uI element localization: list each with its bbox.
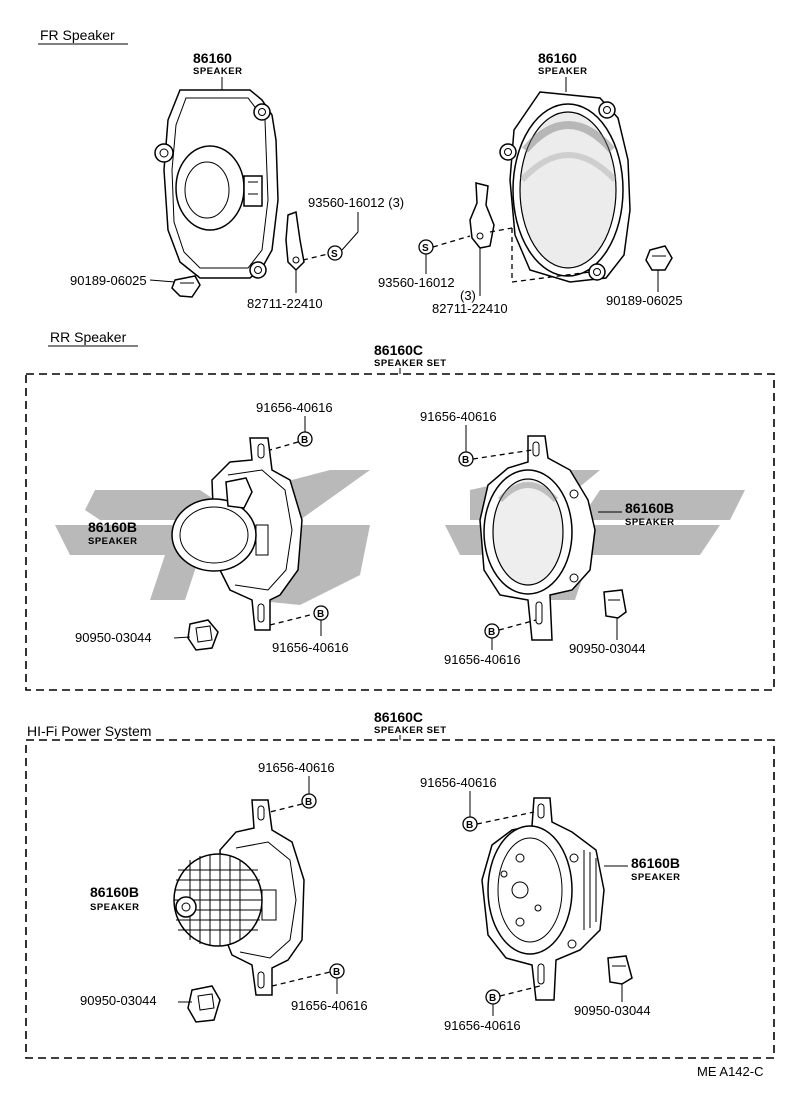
rr-left-speaker [171,437,303,631]
hifi-bolt-bl-label: 91656-40616 [291,998,368,1013]
svg-text:B: B [489,993,496,1004]
svg-text:B: B [305,797,312,808]
hifi-right-connector-label: 90950-03044 [574,1003,651,1018]
hifi-left-connector-label: 90950-03044 [80,993,157,1008]
watermark [55,470,745,605]
diagram-code: ME A142-C [697,1064,763,1079]
fr-left-bracket-label: 82711-22410 [247,296,323,311]
svg-text:B: B [333,967,340,978]
rr-left-speaker-name: SPEAKER [88,536,137,547]
hifi-left-speaker [173,799,305,996]
hifi-bolt-bl-symbol: B [329,963,345,979]
rr-bolt-bl-symbol: B [313,605,329,621]
rr-left-connector [187,619,219,651]
fr-left-speaker-name: SPEAKER [193,66,242,77]
svg-text:S: S [331,249,338,260]
rr-bolt-tr-symbol: B [458,451,474,467]
rr-right-connector [603,589,627,619]
fr-right-bracket-label: 82711-22410 [432,301,508,316]
rr-set-number: 86160C [374,342,423,358]
rr-right-connector-label: 90950-03044 [569,641,646,656]
rr-right-speaker-number: 86160B [625,500,674,516]
svg-text:B: B [317,609,324,620]
rr-right-speaker [479,435,596,641]
rr-bolt-br-label: 91656-40616 [444,652,521,667]
fr-left-speaker-number: 86160 [193,50,232,66]
hifi-bolt-br-symbol: B [485,989,501,1005]
fr-right-speaker-name: SPEAKER [538,66,587,77]
hifi-right-speaker-number: 86160B [631,855,680,871]
fr-section-title: FR Speaker [40,27,115,43]
hifi-section: HI-Fi Power System 86160C SPEAKER SET 91… [25,709,775,1059]
rr-bolt-br-symbol: B [484,623,500,639]
fr-left-clip [171,275,201,298]
svg-text:B: B [466,820,473,831]
rr-section: RR Speaker 86160C SPEAKER SET 91656-4061… [25,329,775,691]
fr-left-screw-label: 93560-16012 (3) [308,195,404,210]
rr-bolt-tl-label: 91656-40616 [256,400,333,415]
fr-right-bracket [469,182,495,249]
rr-bolt-tr-label: 91656-40616 [420,409,497,424]
fr-left-screw-symbol: S [327,245,343,261]
svg-text:B: B [462,455,469,466]
svg-text:B: B [488,627,495,638]
hifi-bolt-tl-symbol: B [301,793,317,809]
hifi-set-number: 86160C [374,709,423,725]
rr-right-speaker-name: SPEAKER [625,517,674,528]
rr-bolt-tl-symbol: B [297,431,313,447]
fr-right-clip [645,245,673,271]
rr-section-title: RR Speaker [50,329,127,345]
hifi-right-heatsink-fins [583,850,597,930]
hifi-left-connector [187,985,221,1023]
rr-left-speaker-number: 86160B [88,519,137,535]
hifi-left-speaker-number: 86160B [90,884,139,900]
rr-set-name: SPEAKER SET [374,358,447,369]
hifi-set-name: SPEAKER SET [374,725,447,736]
svg-text:B: B [301,435,308,446]
hifi-bolt-tl-label: 91656-40616 [258,760,335,775]
fr-right-speaker [499,91,631,283]
hifi-right-speaker-name: SPEAKER [631,872,680,883]
hifi-right-connector [607,955,633,985]
hifi-right-speaker [481,797,605,1001]
hifi-left-speaker-name: SPEAKER [90,902,139,913]
fr-left-bracket [285,210,305,272]
fr-right-screw-label: 93560-16012 [378,275,455,290]
hifi-section-title: HI-Fi Power System [27,723,151,739]
hifi-bolt-br-label: 91656-40616 [444,1018,521,1033]
fr-right-screw-qty: (3) [460,288,476,303]
rr-left-connector-label: 90950-03044 [75,630,152,645]
fr-section: FR Speaker 86160 SPEAKER 86160 SPEAKER [38,27,683,316]
hifi-bolt-tr-symbol: B [462,816,478,832]
fr-right-clip-label: 90189-06025 [606,293,683,308]
fr-left-speaker [154,89,279,279]
svg-text:S: S [422,243,429,254]
rr-set-boundary [25,373,775,691]
hifi-bolt-tr-label: 91656-40616 [420,775,497,790]
fr-right-speaker-number: 86160 [538,50,577,66]
fr-left-clip-label: 90189-06025 [70,273,147,288]
rr-bolt-bl-label: 91656-40616 [272,640,349,655]
fr-right-screw-symbol: S [418,239,434,255]
